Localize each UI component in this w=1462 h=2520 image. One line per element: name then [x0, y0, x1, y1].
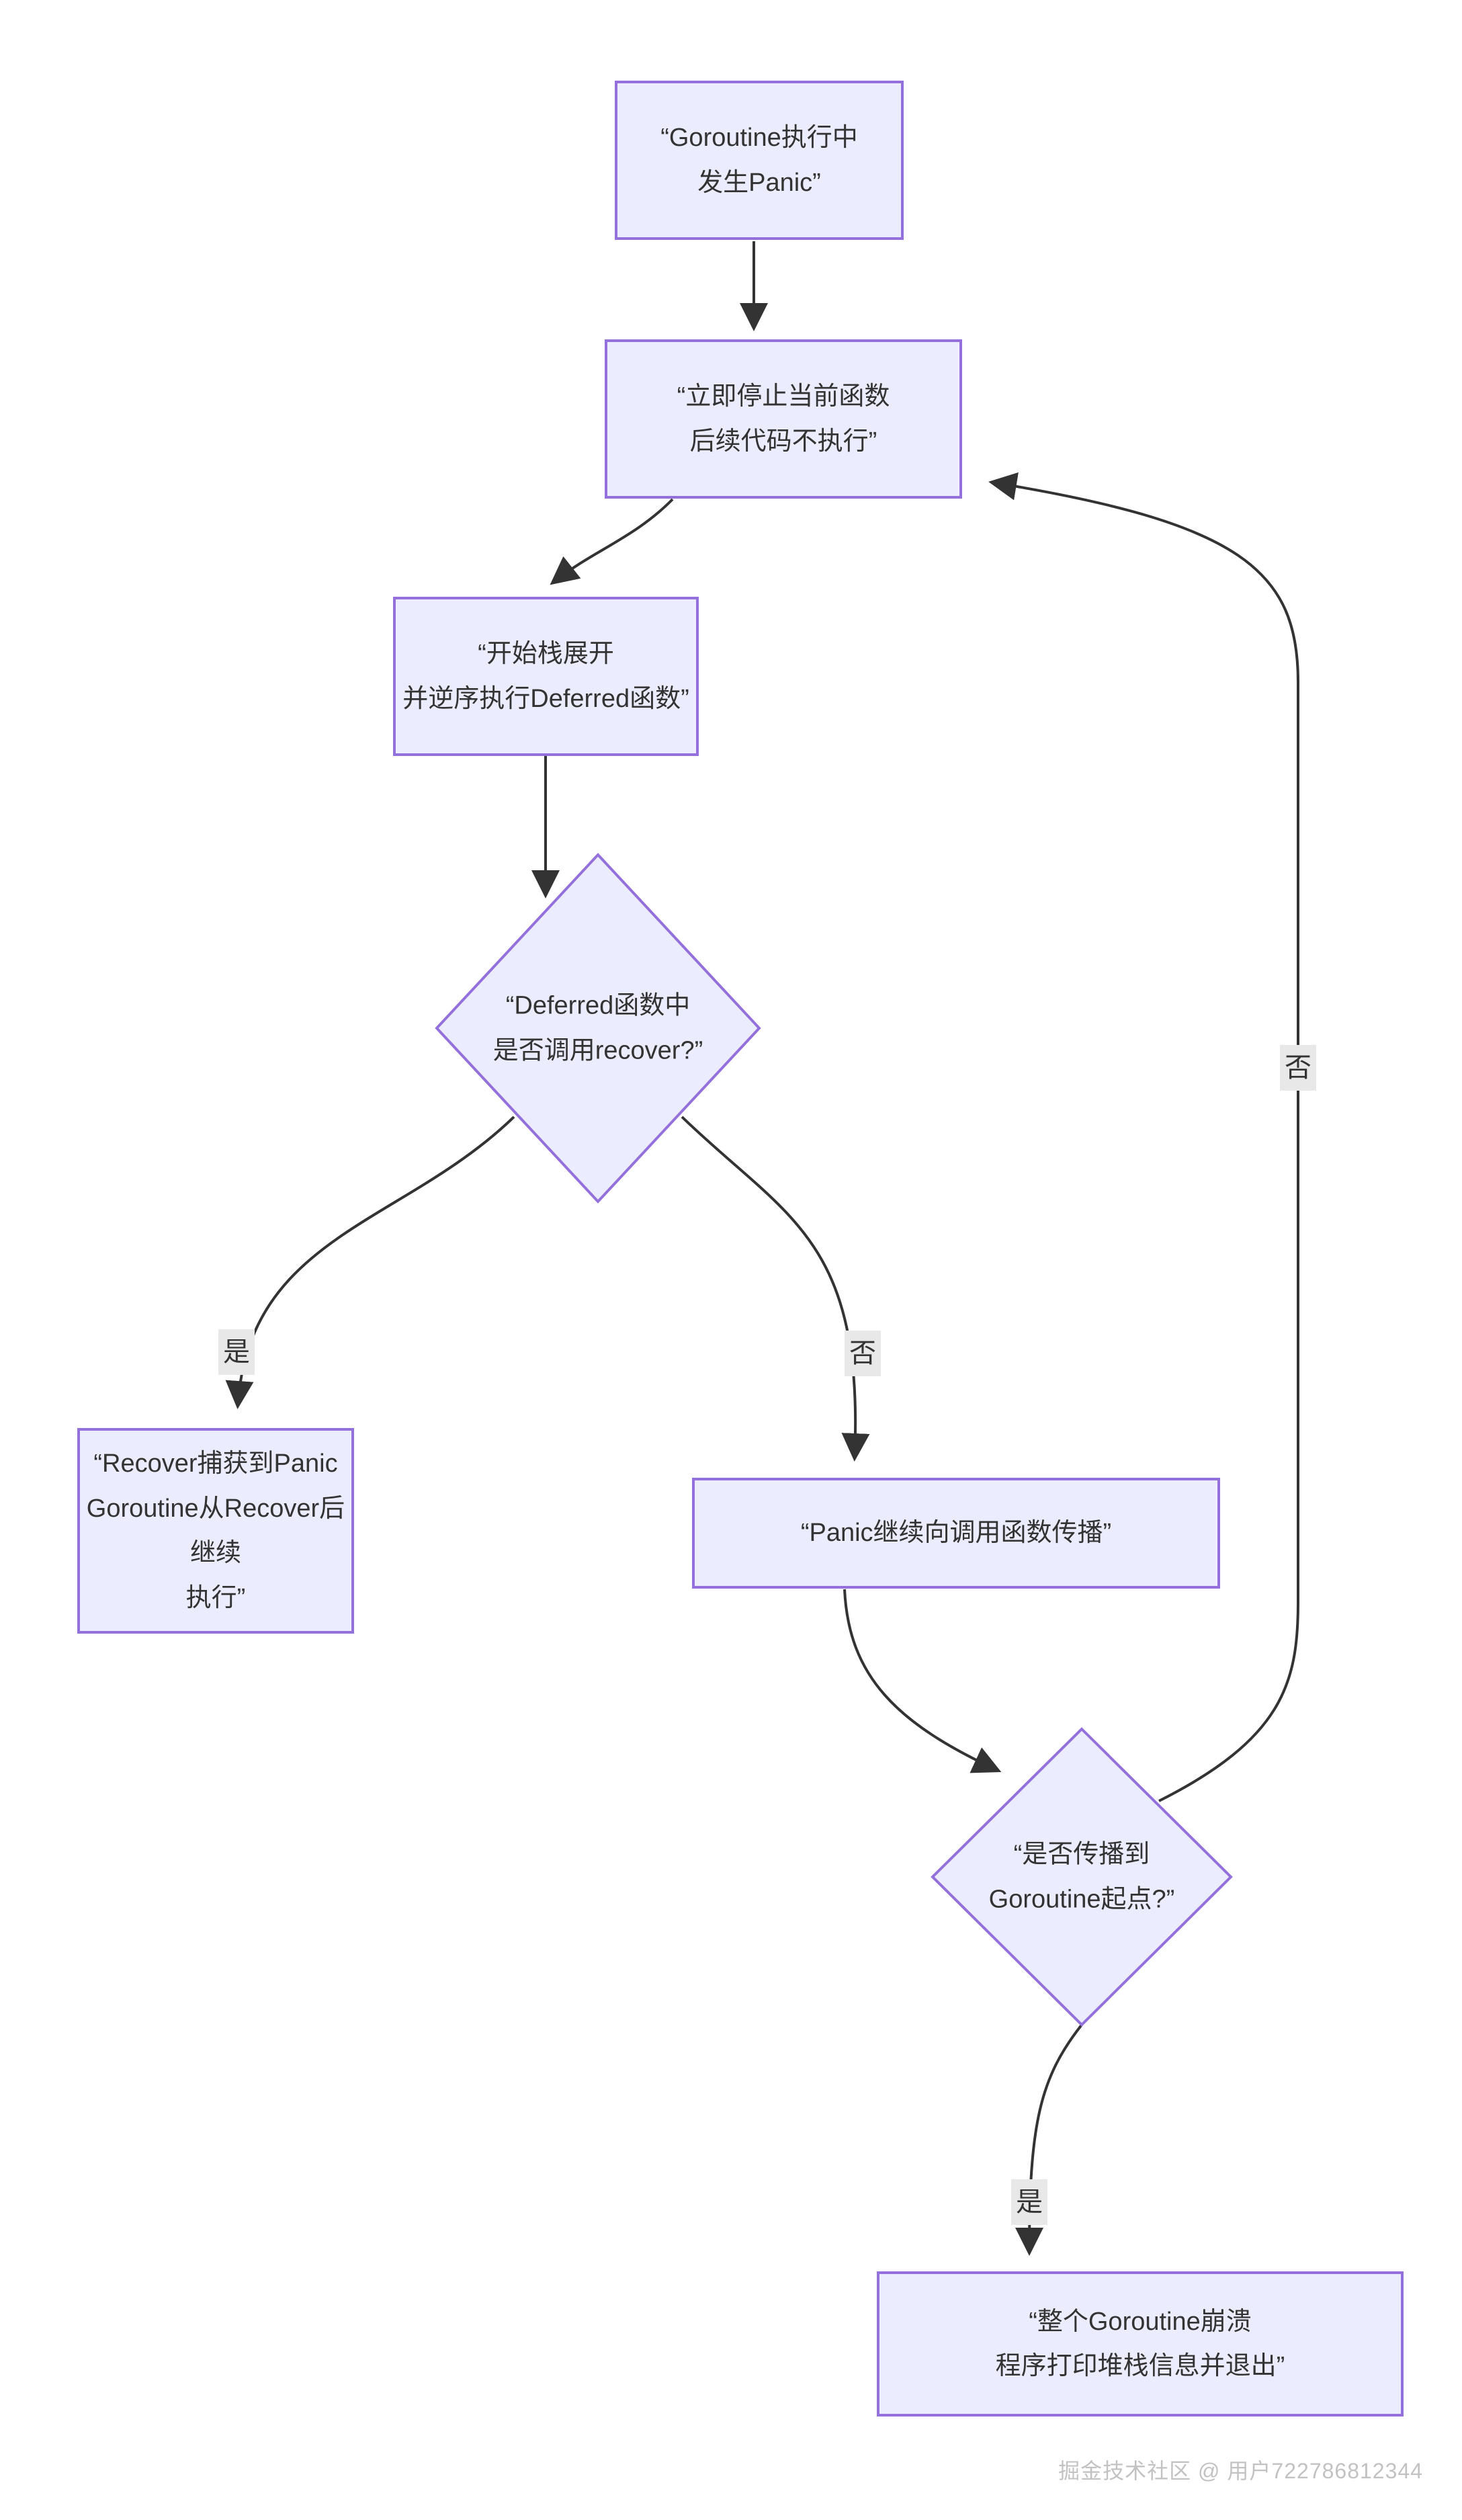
- edge-stop-to-unwind: [550, 498, 674, 585]
- decision-recover-diamond: [435, 853, 761, 1204]
- edge-label-no-recover: 否: [845, 1331, 881, 1376]
- edge-origincheck-no-loop: [988, 472, 1299, 1802]
- decision-origin-diamond: [931, 1727, 1233, 2027]
- node-goroutine-crash: “整个Goroutine崩溃 程序打印堆栈信息并退出”: [877, 2271, 1404, 2417]
- node-panic-propagates: “Panic继续向调用函数传播”: [692, 1478, 1220, 1589]
- node-panic-occurs: “Goroutine执行中 发生Panic”: [615, 81, 904, 240]
- edge-recovercheck-yes: [225, 1116, 515, 1409]
- edge-label-yes-recover: 是: [218, 1329, 255, 1375]
- node-recover-caught: “Recover捕获到Panic Goroutine从Recover后继续 执行…: [77, 1428, 354, 1634]
- edge-label-yes-crash: 是: [1011, 2179, 1047, 2225]
- juejin-watermark: 掘金技术社区 @ 用户722786812344: [1058, 2459, 1423, 2483]
- edge-propagate-to-origincheck: [843, 1589, 1002, 1773]
- node-stack-unwind: “开始栈展开 并逆序执行Deferred函数”: [393, 597, 699, 756]
- edge-label-no-loop: 否: [1280, 1045, 1316, 1091]
- node-stop-current: “立即停止当前函数 后续代码不执行”: [605, 339, 962, 499]
- edge-recovercheck-no: [681, 1116, 870, 1462]
